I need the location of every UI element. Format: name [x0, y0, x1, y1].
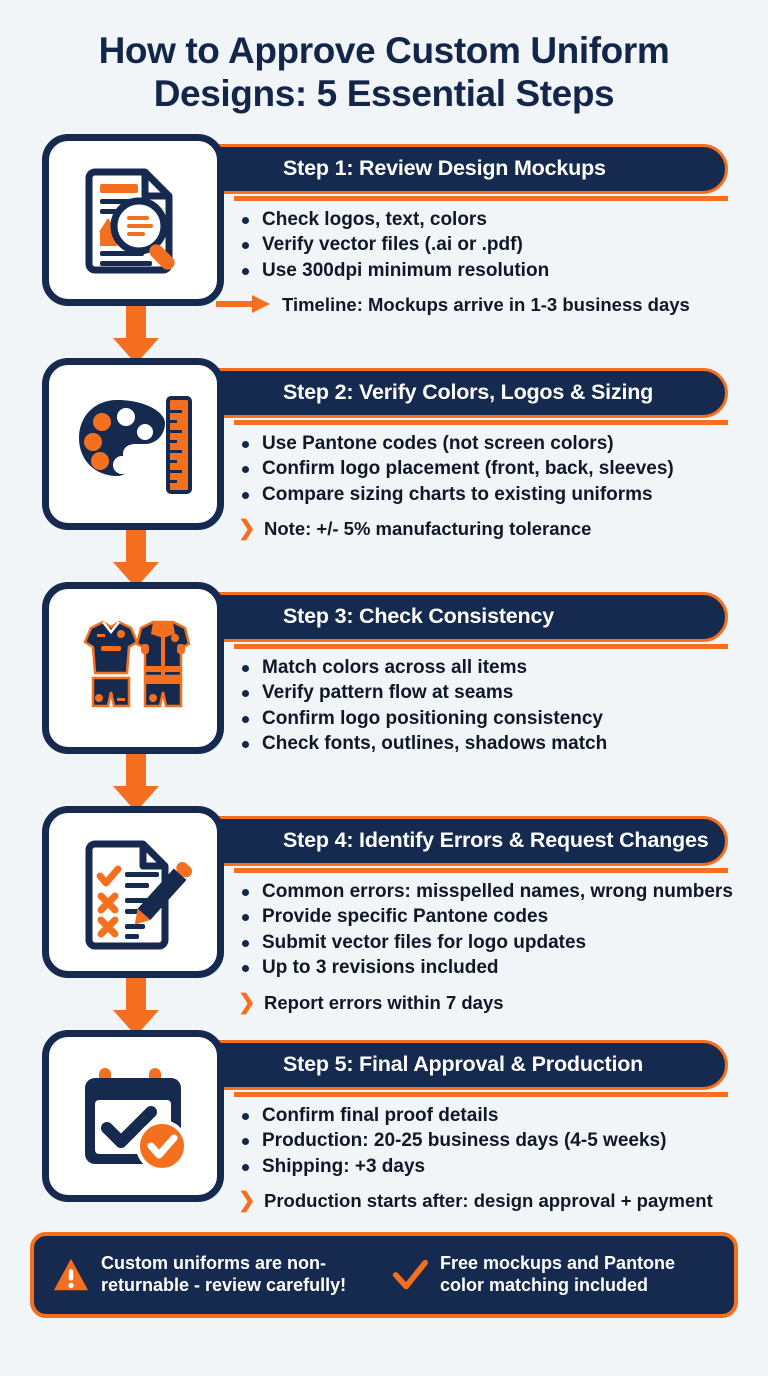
step-5-header: Step 5: Final Approval & Production: [162, 1039, 728, 1090]
step-5-body: Confirm final proof details Production: …: [238, 1104, 736, 1213]
warning-triangle-icon: [52, 1256, 90, 1294]
right-arrow-icon: [216, 293, 272, 315]
list-item: Confirm logo placement (front, back, sle…: [238, 457, 736, 482]
page-title: How to Approve Custom Uniform Designs: 5…: [0, 0, 768, 124]
list-item: Check fonts, outlines, shadows match: [238, 732, 736, 757]
step-5-rule: [234, 1091, 728, 1097]
list-item: Check logos, text, colors: [238, 208, 736, 233]
step-5-icon-box: [42, 1029, 224, 1202]
list-item: Provide specific Pantone codes: [238, 905, 736, 930]
step-3-icon-box: [42, 581, 224, 754]
step-3-body: Match colors across all items Verify pat…: [238, 656, 736, 758]
step-1-rule: [234, 195, 728, 201]
check-mark-icon: [391, 1256, 429, 1294]
step-card-5: Step 5: Final Approval & Production: [0, 1029, 768, 1216]
footer-bar: Custom uniforms are non- returnable - re…: [30, 1231, 738, 1318]
step-1-note-rest: Mockups arrive in 1-3 business days: [362, 294, 690, 316]
list-item: Common errors: misspelled names, wrong n…: [238, 880, 736, 905]
chevron-right-icon: ❯: [238, 517, 256, 541]
step-4-note: ❯ Report errors within 7 days: [238, 991, 736, 1014]
step-5-note-rest: Production starts after: design approval…: [264, 1190, 713, 1212]
list-item: Shipping: +3 days: [238, 1155, 736, 1180]
step-4-header: Step 4: Identify Errors & Request Change…: [162, 815, 728, 866]
list-item: Confirm logo positioning consistency: [238, 707, 736, 732]
footer-warning-text: Custom uniforms are non- returnable - re…: [101, 1253, 346, 1296]
step-3-bullets: Match colors across all items Verify pat…: [238, 656, 736, 757]
calendar-check-icon: [69, 1052, 197, 1180]
step-5-bullets: Confirm final proof details Production: …: [238, 1104, 736, 1180]
footer-warning-line2: returnable - review carefully!: [101, 1274, 347, 1295]
step-2-note: ❯ Note: +/- 5% manufacturing tolerance: [238, 517, 736, 540]
step-2-note-lead: Note:: [264, 518, 312, 540]
list-item: Verify pattern flow at seams: [238, 681, 736, 706]
footer-warning-line1: Custom uniforms are non-: [101, 1253, 327, 1274]
step-2-note-rest: +/- 5% manufacturing tolerance: [311, 518, 592, 540]
footer-benefit-item: Free mockups and Pantone color matching …: [391, 1253, 716, 1296]
step-card-2: Step 2: Verify Colors, Logos & Sizing: [0, 357, 768, 544]
step-5-note: ❯ Production starts after: design approv…: [238, 1189, 736, 1212]
connector-3-4: [0, 745, 768, 812]
chevron-right-icon: ❯: [238, 990, 256, 1014]
step-1-note-lead: Timeline:: [282, 294, 363, 316]
step-1-header: Step 1: Review Design Mockups: [162, 143, 728, 194]
step-1-icon-box: [42, 133, 224, 306]
page-title-line2: Designs: 5 Essential Steps: [153, 72, 615, 114]
list-item: Production: 20-25 business days (4-5 wee…: [238, 1129, 736, 1154]
checklist-pen-icon: [69, 828, 197, 956]
list-item: Up to 3 revisions included: [238, 956, 736, 981]
step-2-header: Step 2: Verify Colors, Logos & Sizing: [162, 367, 728, 418]
step-1-note: Timeline: Mockups arrive in 1-3 business…: [216, 293, 736, 316]
footer-benefit-line2: color matching included: [440, 1274, 649, 1295]
page-title-line1: How to Approve Custom Uniform: [98, 30, 670, 71]
list-item: Confirm final proof details: [238, 1104, 736, 1129]
step-card-3: Step 3: Check Consistency: [0, 581, 768, 768]
chevron-right-icon: ❯: [238, 1189, 256, 1213]
step-4-body: Common errors: misspelled names, wrong n…: [238, 880, 736, 1014]
palette-ruler-icon: [69, 380, 197, 508]
document-magnifier-icon: [69, 156, 197, 284]
step-4-title: Step 4: Identify Errors & Request Change…: [283, 828, 709, 853]
step-1-body: Check logos, text, colors Verify vector …: [216, 208, 736, 317]
step-2-rule: [234, 419, 728, 425]
list-item: Use 300dpi minimum resolution: [238, 259, 736, 284]
step-2-bullets: Use Pantone codes (not screen colors) Co…: [238, 432, 736, 508]
connector-1-2: [0, 297, 768, 364]
step-2-icon-box: [42, 357, 224, 530]
step-1-bullets: Check logos, text, colors Verify vector …: [238, 208, 736, 284]
connector-2-3: [0, 521, 768, 588]
list-item: Use Pantone codes (not screen colors): [238, 432, 736, 457]
footer-benefit-text: Free mockups and Pantone color matching …: [440, 1253, 675, 1296]
step-4-rule: [234, 867, 728, 873]
connector-4-5: [0, 969, 768, 1036]
step-2-title: Step 2: Verify Colors, Logos & Sizing: [283, 380, 654, 405]
list-item: Submit vector files for logo updates: [238, 931, 736, 956]
footer-warning-item: Custom uniforms are non- returnable - re…: [52, 1253, 377, 1296]
step-3-rule: [234, 643, 728, 649]
step-card-1: Step 1: Review Design Mockups: [0, 133, 768, 320]
uniform-apparel-icon: [69, 604, 197, 732]
step-4-icon-box: [42, 805, 224, 978]
step-3-header: Step 3: Check Consistency: [162, 591, 728, 642]
steps-list: Step 1: Review Design Mockups: [0, 124, 768, 1216]
step-5-title: Step 5: Final Approval & Production: [283, 1052, 644, 1077]
list-item: Match colors across all items: [238, 656, 736, 681]
step-4-note-rest: Report errors within 7 days: [264, 991, 504, 1013]
list-item: Verify vector files (.ai or .pdf): [238, 233, 736, 258]
step-card-4: Step 4: Identify Errors & Request Change…: [0, 805, 768, 1013]
step-1-title: Step 1: Review Design Mockups: [283, 156, 606, 181]
step-4-bullets: Common errors: misspelled names, wrong n…: [238, 880, 736, 981]
list-item: Compare sizing charts to existing unifor…: [238, 483, 736, 508]
step-3-title: Step 3: Check Consistency: [283, 604, 555, 629]
step-2-body: Use Pantone codes (not screen colors) Co…: [238, 432, 736, 541]
footer-benefit-line1: Free mockups and Pantone: [440, 1253, 676, 1274]
